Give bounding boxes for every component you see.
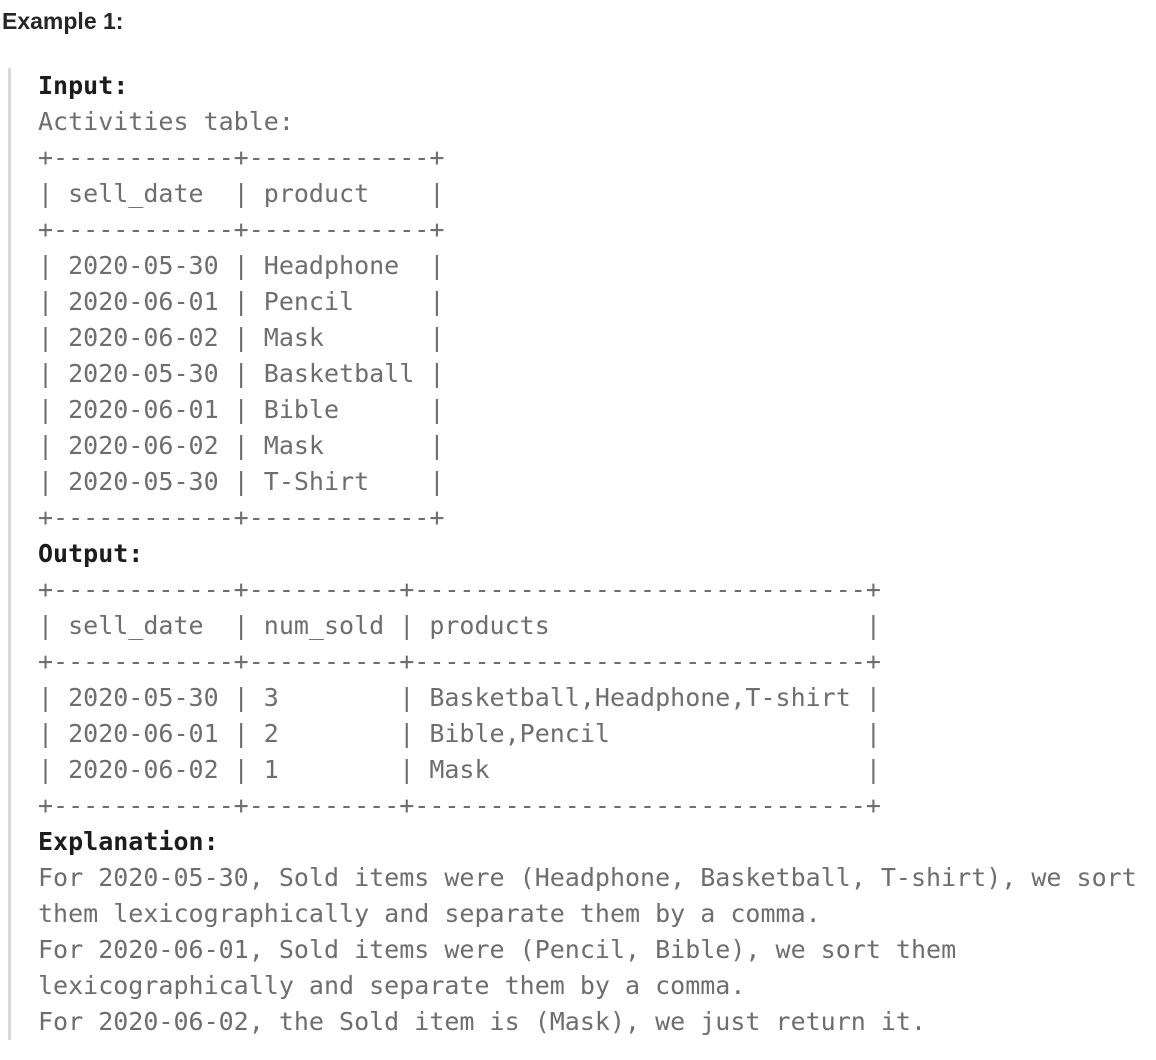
output-body: +------------+----------+---------------… [38,575,881,820]
example-title: Example 1: [2,8,124,34]
explanation-body: For 2020-05-30, Sold items were (Headpho… [38,863,1137,1036]
explanation-label: Explanation: [38,827,219,856]
output-label: Output: [38,539,144,568]
example-pre-block: Input: Activities table: +------------+-… [8,68,1156,1040]
input-label: Input: [38,71,129,100]
input-body: Activities table: +------------+--------… [38,107,445,532]
